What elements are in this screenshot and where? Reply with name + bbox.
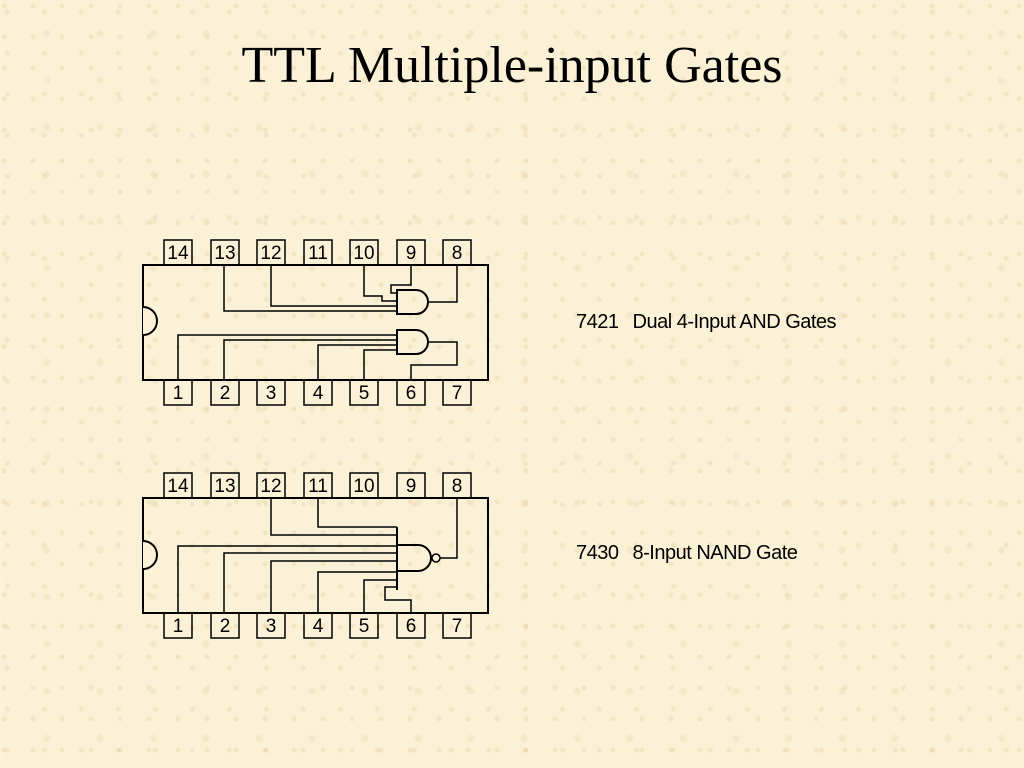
chip-7421-top-pin-labels: 14 13 12 11 10 9 8 <box>167 243 462 264</box>
pin-label: 14 <box>167 476 189 497</box>
chip-7430-caption: 7430 8-Input NAND Gate <box>576 542 798 565</box>
pin-label: 8 <box>452 243 463 264</box>
chip-7430-top-pins <box>163 472 472 499</box>
pin-label: 12 <box>260 243 281 264</box>
chip-7421-description: Dual 4-Input AND Gates <box>632 311 837 333</box>
chip-7421-part-number: 7421 <box>576 311 619 333</box>
pin-label: 10 <box>353 476 374 497</box>
chip-7421-wiring <box>177 265 458 380</box>
pin-label: 13 <box>214 476 235 497</box>
pin-label: 4 <box>313 616 324 637</box>
pin-label: 11 <box>308 476 328 497</box>
pin-label: 5 <box>359 616 370 637</box>
pin-label: 13 <box>214 243 235 264</box>
chip-7421-bottom-pin-labels: 1 2 3 4 5 6 7 <box>173 383 463 404</box>
pin-label: 1 <box>173 616 184 637</box>
pin-label: 10 <box>353 243 374 264</box>
pin-label: 1 <box>173 383 184 404</box>
pin-label: 2 <box>220 383 231 404</box>
chip-7430-notch <box>142 540 158 570</box>
pin-label: 3 <box>266 616 277 637</box>
chip-7421-notch <box>142 306 158 336</box>
chip-7430-body <box>142 497 489 614</box>
pin-label: 11 <box>308 243 328 264</box>
pin-label: 4 <box>313 383 324 404</box>
chip-7430-wiring <box>177 498 458 613</box>
chip-7430-nand-gate <box>397 544 432 572</box>
pin-label: 14 <box>167 243 189 264</box>
chip-7430-bottom-pin-labels: 1 2 3 4 5 6 7 <box>173 616 463 637</box>
slide-title: TTL Multiple-input Gates <box>241 37 783 94</box>
chip-7430-diagram <box>142 472 489 639</box>
pin-label: 6 <box>406 383 417 404</box>
chip-7421-and-gate-upper <box>396 289 429 315</box>
pin-label: 9 <box>406 476 417 497</box>
pin-label: 9 <box>406 243 417 264</box>
chip-7421-top-pins <box>163 239 472 266</box>
chip-7421-and-gate-lower <box>396 329 429 355</box>
pin-label: 8 <box>452 476 463 497</box>
chip-7430-bottom-pins <box>163 612 472 639</box>
chip-7421-diagram <box>142 239 489 406</box>
chip-7430-nand-bubble <box>431 553 441 563</box>
pin-label: 5 <box>359 383 370 404</box>
chip-7421-body <box>142 264 489 381</box>
pin-label: 12 <box>260 476 281 497</box>
chip-7430-description: 8-Input NAND Gate <box>632 542 798 564</box>
pin-label: 2 <box>220 616 231 637</box>
chip-7421-caption: 7421 Dual 4-Input AND Gates <box>576 311 837 334</box>
chip-7421-bottom-pins <box>163 379 472 406</box>
pin-label: 7 <box>452 383 463 404</box>
chip-7430-part-number: 7430 <box>576 542 619 564</box>
chip-7430-top-pin-labels: 14 13 12 11 10 9 8 <box>167 476 462 497</box>
pin-label: 6 <box>406 616 417 637</box>
pin-label: 3 <box>266 383 277 404</box>
pin-label: 7 <box>452 616 463 637</box>
